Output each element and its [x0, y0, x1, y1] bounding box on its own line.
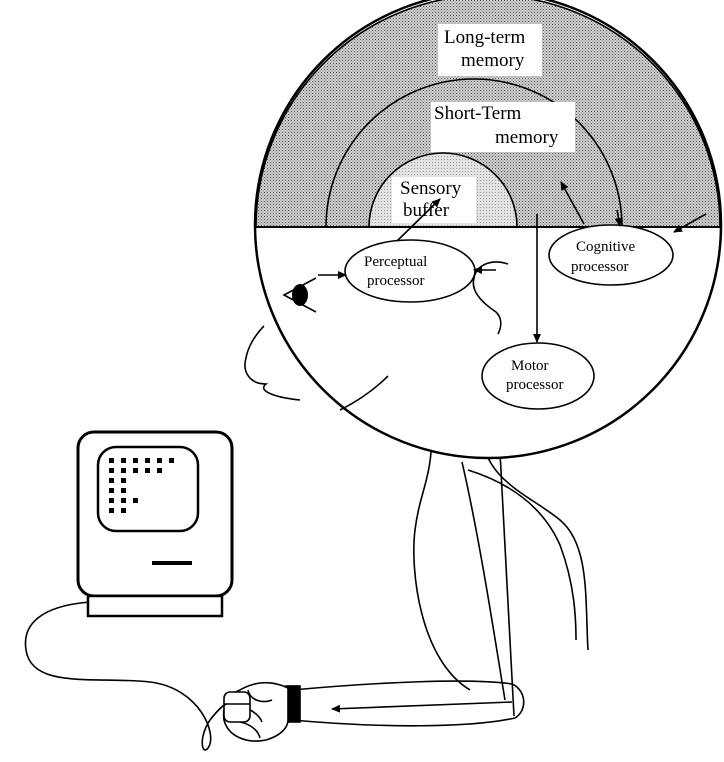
ltm-to-cognitive-arrow	[673, 213, 707, 233]
sensory-buffer-label-line1: Sensory	[400, 178, 462, 199]
perceptual-processor-label-line1: Perceptual	[364, 254, 427, 270]
computer-base	[86, 594, 224, 618]
perceptual-processor-node	[344, 239, 476, 303]
forearm-outline	[291, 680, 525, 727]
long-term-memory-label-line1: Long-term	[444, 27, 525, 48]
cognitive-processor-label-line1: Cognitive	[576, 239, 636, 255]
upper-arm-outline	[461, 461, 506, 701]
ear-outline	[472, 261, 509, 335]
short-term-label-bg	[431, 102, 575, 152]
short-term-memory-label-line1: Short-Term	[434, 103, 522, 124]
cognitive-to-stm-arrow	[560, 181, 585, 225]
floppy-slot	[152, 561, 192, 565]
motor-processor-label-line2: processor	[506, 377, 563, 393]
mouse-icon	[223, 691, 251, 723]
long-term-label-bg	[438, 24, 542, 76]
hand-on-mouse	[222, 681, 301, 742]
flow-arrows	[318, 181, 707, 343]
long-term-memory-label-line2: memory	[461, 50, 525, 71]
face-profile	[244, 261, 509, 411]
motor-processor-node	[481, 342, 595, 410]
motor-processor-label-line1: Motor	[511, 358, 549, 374]
eye-icon	[282, 277, 317, 313]
torso-outline	[413, 429, 589, 691]
motor-signal-arrow	[331, 701, 513, 713]
perceptual-processor-label-line2: processor	[367, 273, 424, 289]
cognitive-processor-node	[548, 224, 674, 286]
mouse-cable	[24, 601, 227, 751]
cognitive-to-baseline-arrow	[614, 209, 623, 227]
screen-pixels	[109, 458, 174, 513]
computer-icon	[76, 430, 234, 618]
sensory-buffer-label-line2: buffer	[403, 200, 450, 221]
perceptual-to-sensory-arrow	[396, 198, 441, 242]
short-term-memory-label-line2: memory	[495, 127, 559, 148]
mouth-line	[339, 375, 389, 411]
cognitive-processor-label-line2: processor	[571, 259, 628, 275]
